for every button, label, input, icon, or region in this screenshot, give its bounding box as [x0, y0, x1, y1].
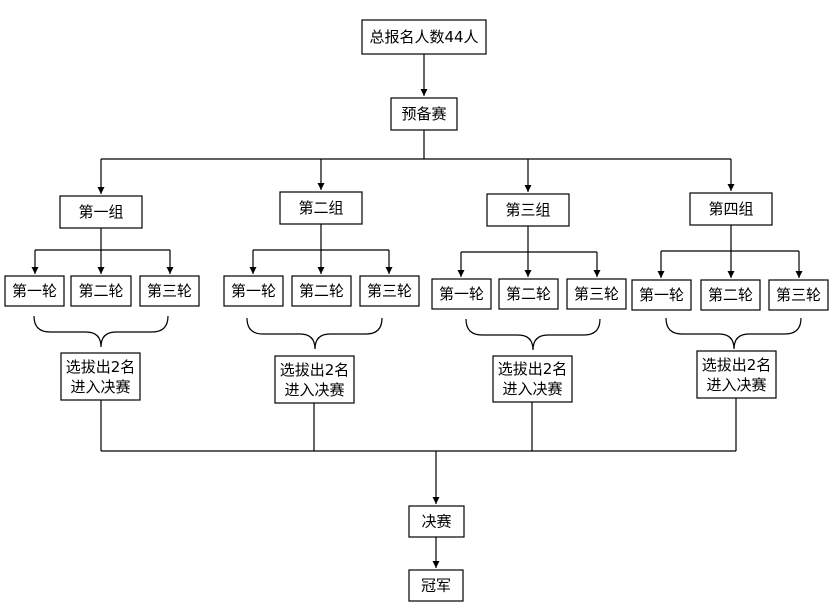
group-1-round-3-box [139, 275, 200, 307]
group-2-result-box [274, 355, 355, 404]
group-1-result-box [60, 352, 141, 401]
group-2-round-1-label: 第一轮 [231, 282, 276, 300]
group-3-box [486, 193, 570, 227]
group-2-label: 第二组 [298, 199, 343, 217]
group-2-round-2-label: 第二轮 [299, 282, 344, 300]
group-4-result-line-1: 选拔出2名 [702, 356, 772, 374]
group-3-round-3-box [566, 278, 627, 310]
group-1-round-2-label: 第二轮 [78, 282, 123, 300]
group-1-label: 第一组 [78, 203, 123, 221]
group-4-brace [665, 317, 802, 350]
group-4-result-box [696, 350, 777, 399]
group-1-brace [33, 315, 169, 348]
group-4: 第四组 第一轮 第二轮 第三轮 选拔出2名 进入决赛 [631, 192, 829, 399]
group-4-round-3-label: 第三轮 [776, 286, 821, 304]
prelim-box [390, 97, 458, 131]
group-1-result-line-2: 进入决赛 [70, 378, 130, 396]
total-registrants-box [361, 19, 487, 55]
group-1-round-1-box [4, 275, 65, 307]
group-1-round-3-label: 第三轮 [147, 282, 192, 300]
group-4-round-3-box [768, 279, 829, 311]
group-2-result-line-2: 进入决赛 [284, 381, 344, 399]
group-1-result-line-1: 选拔出2名 [66, 358, 136, 376]
group-3-round-1-box [431, 278, 492, 310]
group-3-label: 第三组 [505, 201, 550, 219]
champion-label: 冠军 [421, 577, 451, 595]
group-4-label: 第四组 [708, 200, 753, 218]
group-3: 第三组 第一轮 第二轮 第三轮 选拔出2名 进入决赛 [431, 193, 627, 403]
group-4-round-2-label: 第二轮 [708, 286, 753, 304]
group-2-result-line-1: 选拔出2名 [280, 361, 350, 379]
group-1: 第一组 第一轮 第二轮 第三轮 选拔出2名 进入决赛 [4, 195, 200, 401]
final-label: 决赛 [421, 513, 451, 531]
prelim-label: 预备赛 [401, 105, 446, 123]
group-2-round-3-label: 第三轮 [367, 282, 412, 300]
group-4-box [689, 192, 773, 226]
group-3-round-2-label: 第二轮 [506, 285, 551, 303]
group-3-result-box [492, 355, 573, 403]
group-2-round-2-box [291, 275, 352, 307]
group-1-round-1-label: 第一轮 [12, 282, 57, 300]
group-2-brace [246, 317, 383, 350]
group-4-round-1-label: 第一轮 [639, 286, 684, 304]
group-3-round-3-label: 第三轮 [574, 285, 619, 303]
group-3-result-line-1: 选拔出2名 [498, 360, 568, 378]
group-3-brace [465, 318, 601, 351]
champion-box [408, 569, 464, 602]
group-2-round-3-box [359, 275, 420, 307]
group-4-round-2-box [700, 279, 761, 311]
group-1-round-2-box [70, 275, 132, 307]
group-2: 第二组 第一轮 第二轮 第三轮 选拔出2名 进入决赛 [223, 191, 420, 404]
group-3-result-line-2: 进入决赛 [502, 380, 562, 398]
total-registrants-label: 总报名人数44人 [369, 28, 478, 46]
group-4-result-line-2: 进入决赛 [706, 376, 766, 394]
group-3-round-1-label: 第一轮 [439, 285, 484, 303]
group-4-round-1-box [631, 279, 692, 311]
group-2-round-1-box [223, 275, 284, 307]
group-3-round-2-box [498, 278, 559, 310]
group-1-box [59, 195, 143, 229]
